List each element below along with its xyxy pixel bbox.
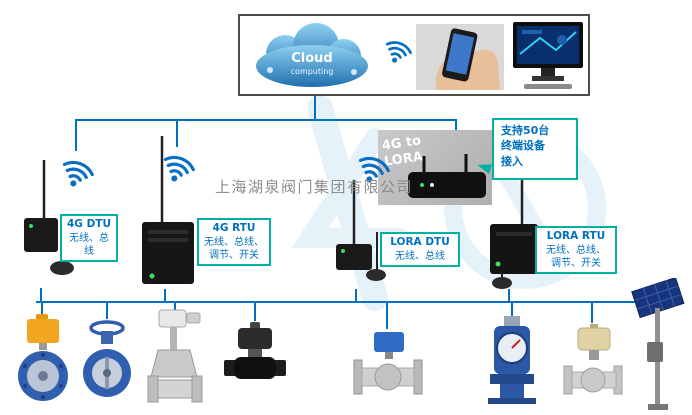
connector-line xyxy=(41,303,43,315)
connector-line xyxy=(508,289,510,301)
connector-line xyxy=(40,288,42,301)
connector-line xyxy=(254,303,256,321)
connector-line xyxy=(36,301,658,303)
label-4g-rtu: 4G RTU 无线、总线、 调节、开关 xyxy=(197,218,271,266)
connector-line xyxy=(455,121,457,133)
label-lora-dtu: LORA DTU 无线、总线 xyxy=(380,232,460,267)
solar-pole-image xyxy=(631,278,685,410)
electric-butterfly-valve-image xyxy=(18,314,68,401)
connector-line xyxy=(355,289,357,301)
label-lora-dtu-title: LORA DTU xyxy=(390,236,450,248)
label-lora-dtu-desc: 无线、总线 xyxy=(395,250,445,262)
label-4g-dtu-desc: 无线、总线 xyxy=(69,232,109,257)
lora-rtu-device xyxy=(490,164,538,289)
label-4g-dtu-title: 4G DTU xyxy=(67,218,111,230)
gauge-flowmeter-image xyxy=(488,316,536,404)
label-lora-rtu-desc: 无线、总线、 调节、开关 xyxy=(546,244,606,269)
cloud-subtitle: computing xyxy=(291,67,334,76)
rtu-4g-device xyxy=(142,136,194,284)
support-note-box: 支持50台 终端设备 接入 xyxy=(492,118,578,180)
connector-line xyxy=(164,289,166,301)
gateway-photo: 4G to LORA xyxy=(378,130,492,205)
connector-line xyxy=(314,96,316,121)
label-4g-rtu-title: 4G RTU xyxy=(212,222,256,234)
cloud-platform-panel: Cloud computing xyxy=(238,14,590,96)
pc-terminal-image xyxy=(513,22,583,89)
wifi-icon xyxy=(62,160,94,187)
connector-line xyxy=(386,303,388,329)
label-lora-rtu: LORA RTU 无线、总线、 调节、开关 xyxy=(535,226,617,274)
company-watermark: 上海湖泉阀门集团有限公司 xyxy=(215,178,414,196)
background-watermark xyxy=(291,95,606,311)
cloud-computing-graphic: Cloud computing xyxy=(256,23,368,87)
label-4g-rtu-desc: 无线、总线、 调节、开关 xyxy=(204,236,264,261)
mobile-terminal-image xyxy=(416,24,504,90)
connector-line xyxy=(106,303,108,319)
wifi-icon xyxy=(163,155,195,182)
wifi-icon xyxy=(385,41,412,63)
lora-dtu-device xyxy=(336,180,386,281)
connector-line xyxy=(75,121,77,151)
wifi-icon xyxy=(358,156,390,183)
manual-butterfly-valve-image xyxy=(83,320,131,397)
label-4g-dtu: 4G DTU 无线、总线 xyxy=(60,214,118,262)
cloud-title: Cloud xyxy=(291,51,333,66)
connector-line xyxy=(591,303,593,323)
electric-gate-valve-image xyxy=(147,309,203,403)
label-lora-rtu-title: LORA RTU xyxy=(546,230,606,242)
connector-line xyxy=(75,119,457,121)
connector-line xyxy=(176,121,178,147)
flanged-ball-valve-image xyxy=(353,332,423,395)
actuated-ball-valve-image xyxy=(563,324,623,395)
lora-gateway-device xyxy=(408,154,486,198)
connector-line xyxy=(511,303,513,317)
electric-ball-valve-image xyxy=(224,322,286,379)
connector-line xyxy=(174,303,176,311)
